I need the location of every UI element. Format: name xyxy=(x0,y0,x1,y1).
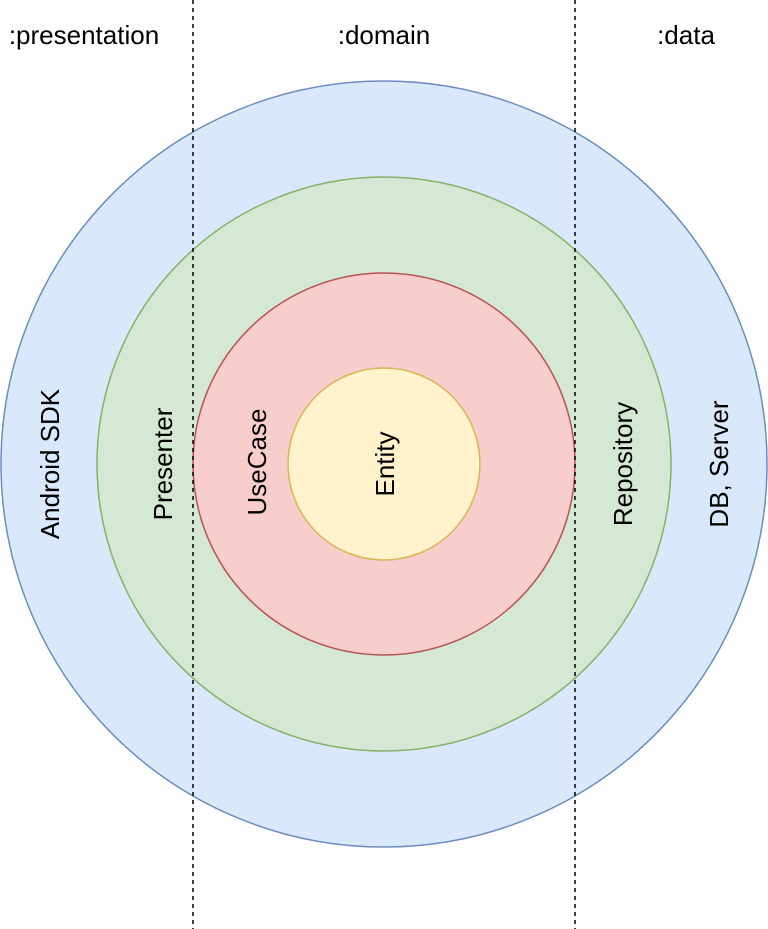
data-column-header: :data xyxy=(657,20,715,50)
entity-label: Entity xyxy=(370,431,400,496)
db-server-label: DB, Server xyxy=(704,400,734,527)
entity-core-circle xyxy=(287,367,481,561)
usecase-label: UseCase xyxy=(242,409,272,516)
presenter-label: Presenter xyxy=(148,407,178,520)
repository-label: Repository xyxy=(608,402,638,526)
android-sdk-label: Android SDK xyxy=(35,388,65,539)
presentation-column-header: :presentation xyxy=(9,20,159,50)
domain-column-header: :domain xyxy=(338,20,431,50)
